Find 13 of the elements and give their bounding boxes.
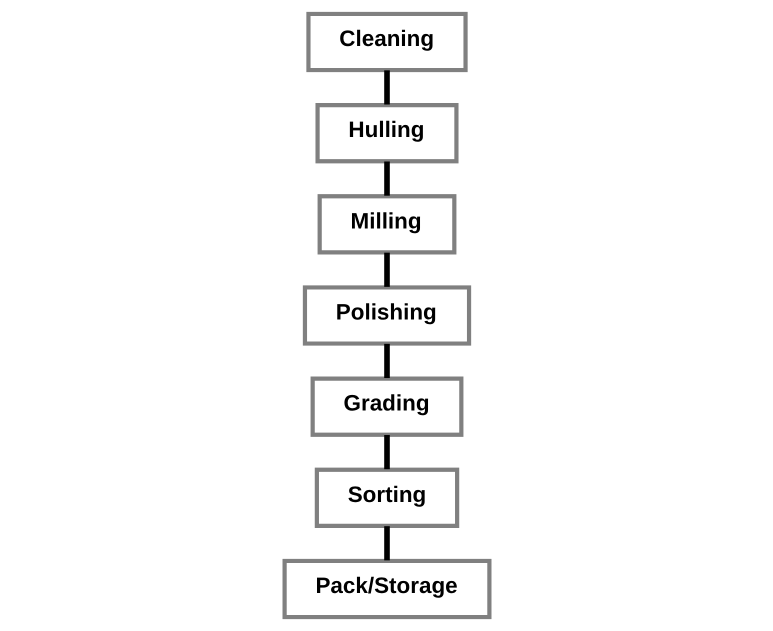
node-box: Sorting (314, 468, 459, 528)
connector (384, 162, 390, 196)
connector (384, 344, 390, 378)
node-box: Cleaning (306, 12, 468, 72)
node-box: Polishing (302, 285, 471, 346)
node-box: Milling (317, 194, 456, 254)
node-box: Pack/Storage (282, 558, 491, 620)
connector (384, 70, 390, 105)
connector (384, 435, 390, 470)
connector (384, 252, 390, 287)
node-box: Grading (310, 376, 463, 437)
node-box: Hulling (314, 103, 458, 164)
connector (384, 526, 390, 560)
